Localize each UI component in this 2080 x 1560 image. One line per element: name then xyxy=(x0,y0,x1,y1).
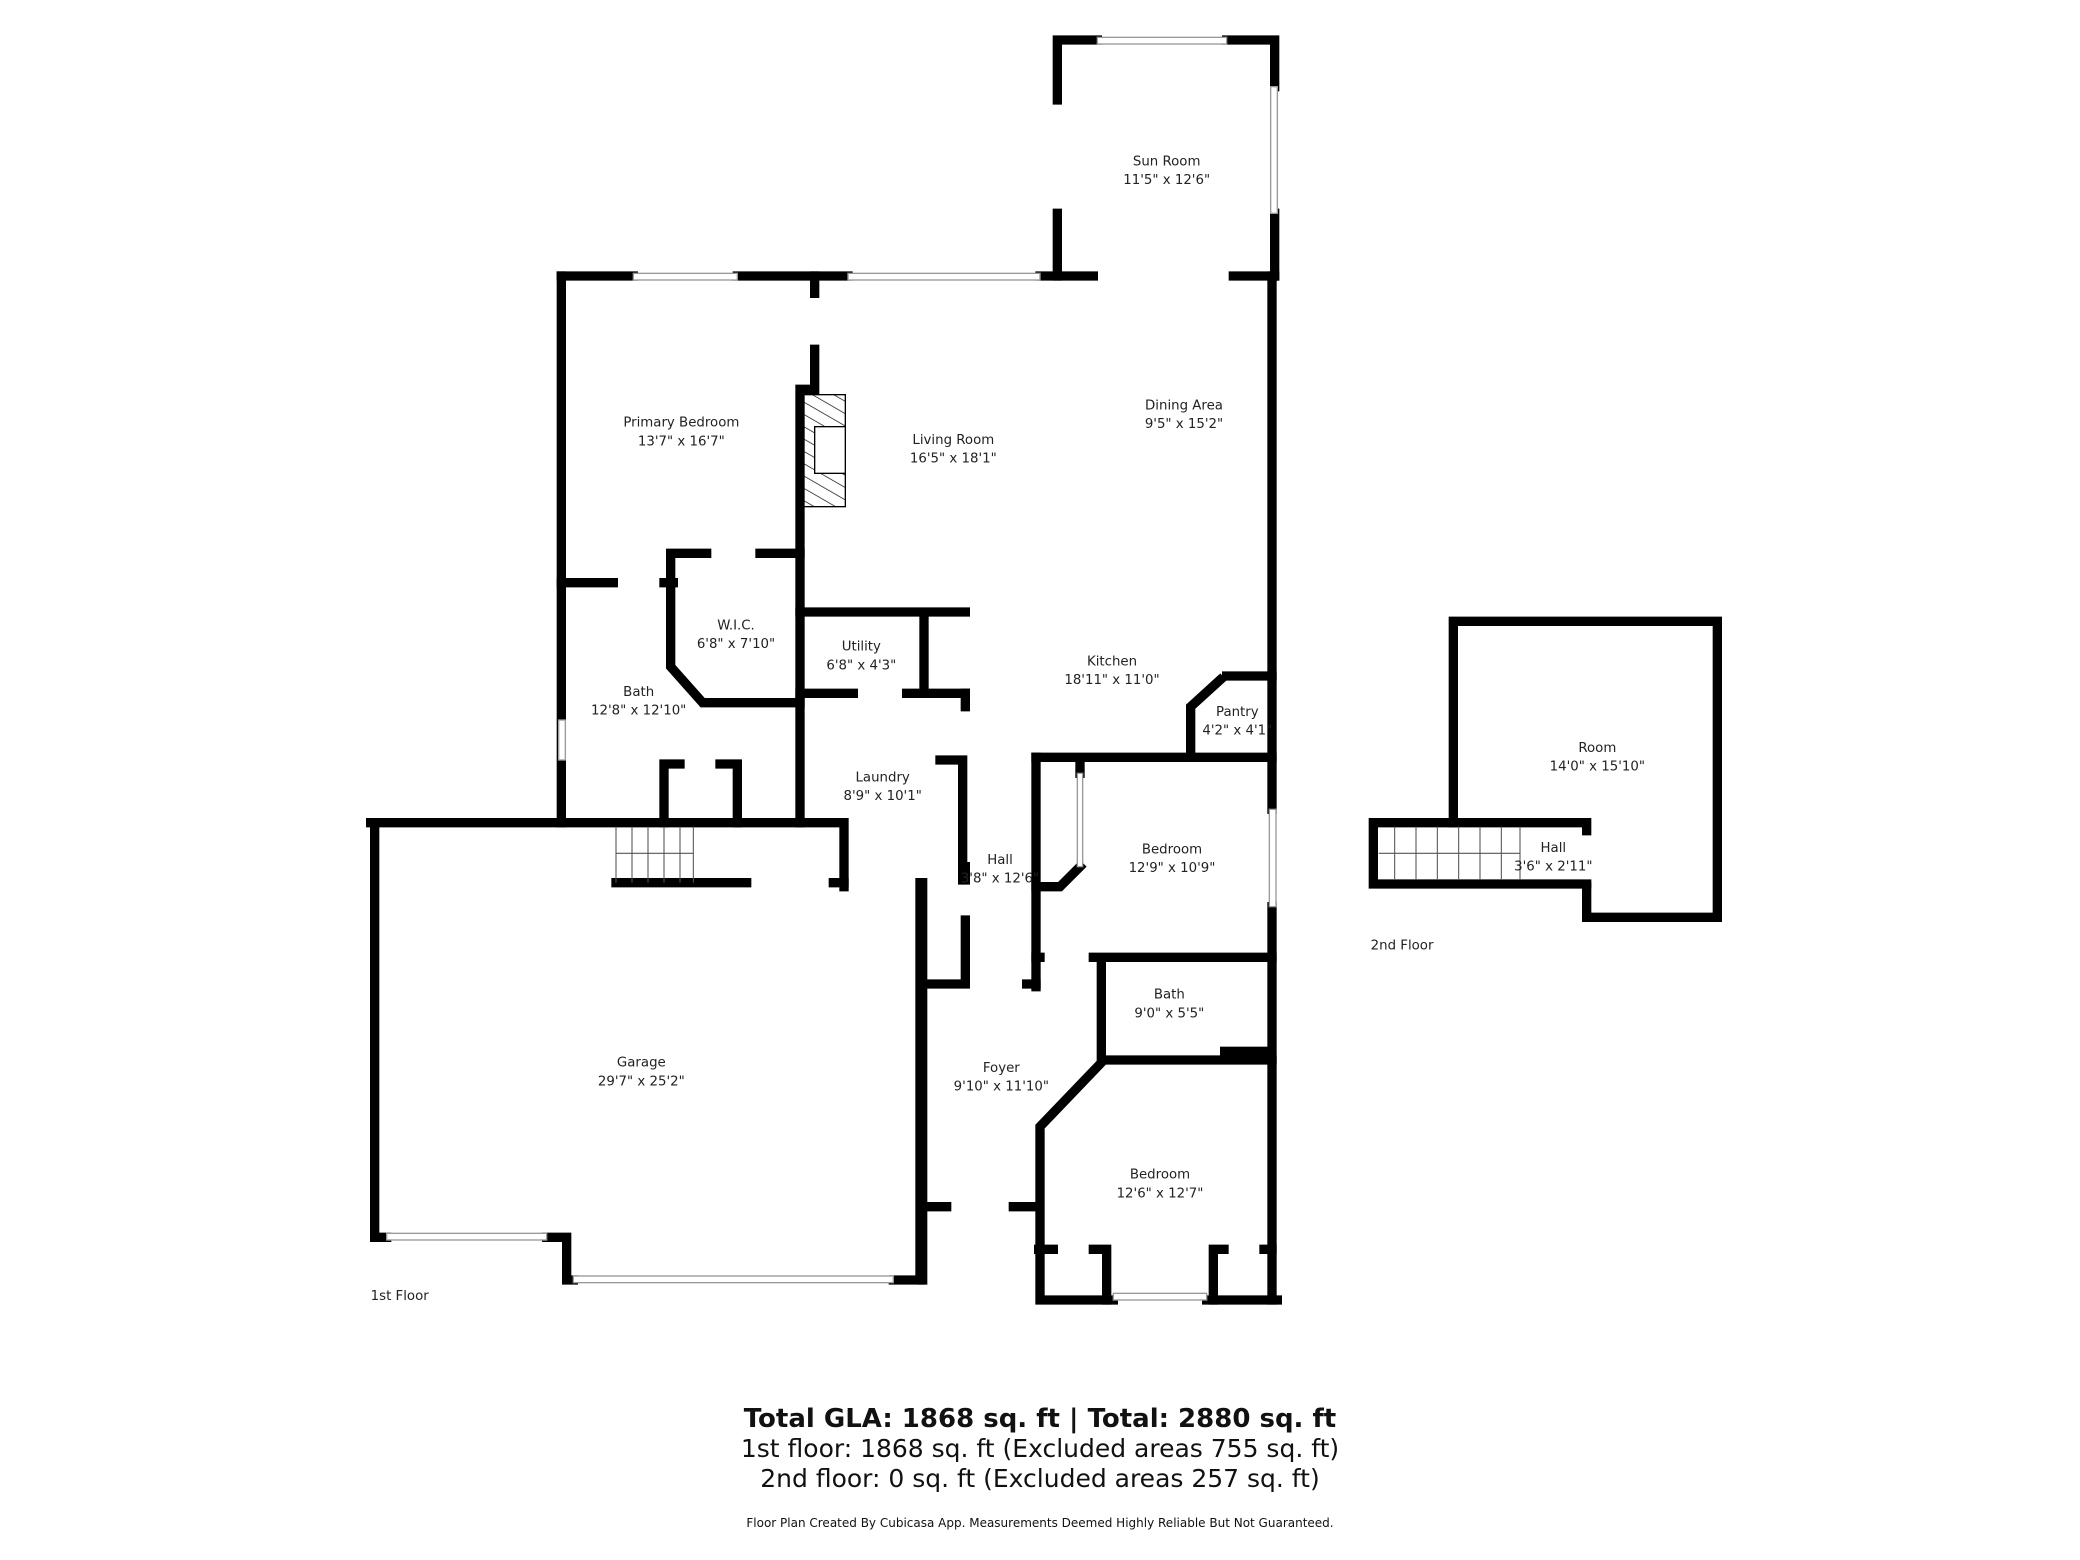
room-size: 12'9" x 10'9" xyxy=(1129,861,1216,876)
walls-2nd-floor xyxy=(1368,616,1722,922)
room-name: Bath xyxy=(1154,988,1185,1003)
floor-label-1st: 1st Floor xyxy=(371,1289,430,1304)
room-size: 9'0" x 5'5" xyxy=(1134,1006,1204,1021)
room-size: 8'9" x 10'1" xyxy=(843,789,921,804)
room-name: Kitchen xyxy=(1087,654,1137,669)
room-name: Dining Area xyxy=(1145,398,1223,413)
room-size: 3'6" x 2'11" xyxy=(1514,860,1592,875)
room-labels: Sun Room 11'5" x 12'6" Primary Bedroom 1… xyxy=(371,154,1645,1304)
room-size: 13'7" x 16'7" xyxy=(638,434,725,449)
room-size: 9'5" x 15'2" xyxy=(1145,417,1223,432)
room-name: W.I.C. xyxy=(717,618,755,633)
room-size: 11'5" x 12'6" xyxy=(1123,173,1210,188)
total-area: Total GLA: 1868 sq. ft | Total: 2880 sq.… xyxy=(743,1404,1337,1434)
room-name: Living Room xyxy=(912,433,994,448)
room-size: 12'6" x 12'7" xyxy=(1117,1186,1204,1201)
first-floor-area: 1st floor: 1868 sq. ft (Excluded areas 7… xyxy=(740,1434,1340,1463)
room-name: Laundry xyxy=(856,770,910,785)
room-name: Room xyxy=(1578,741,1616,756)
room-name: Sun Room xyxy=(1133,154,1201,169)
room-size: 3'8" x 12'6" xyxy=(961,872,1039,887)
room-size: 12'8" x 12'10" xyxy=(591,704,686,719)
room-name: Hall xyxy=(1541,841,1567,856)
room-name: Bedroom xyxy=(1130,1168,1190,1183)
room-size: 6'8" x 7'10" xyxy=(697,637,775,652)
room-name: Utility xyxy=(842,640,881,655)
room-size: 29'7" x 25'2" xyxy=(598,1074,685,1089)
room-size: 4'2" x 4'1" xyxy=(1202,724,1272,739)
room-name: Pantry xyxy=(1216,705,1259,720)
room-size: 14'0" x 15'10" xyxy=(1550,760,1645,775)
walls-1st-floor xyxy=(366,35,1282,1305)
room-size: 6'8" x 4'3" xyxy=(826,658,896,673)
room-size: 9'10" x 11'10" xyxy=(954,1080,1049,1095)
room-size: 18'11" x 11'0" xyxy=(1064,673,1159,688)
room-size: 16'5" x 18'1" xyxy=(910,452,997,467)
room-name: Primary Bedroom xyxy=(623,416,739,431)
stairs-2nd-floor xyxy=(1378,826,1521,880)
room-name: Bedroom xyxy=(1142,842,1202,857)
second-floor-area: 2nd floor: 0 sq. ft (Excluded areas 257 … xyxy=(760,1464,1320,1493)
disclaimer: Floor Plan Created By Cubicasa App. Meas… xyxy=(746,1516,1334,1530)
room-name: Hall xyxy=(987,853,1013,868)
room-name: Garage xyxy=(617,1056,666,1071)
stairs-1st-floor xyxy=(615,826,694,883)
room-name: Foyer xyxy=(983,1061,1020,1076)
room-name: Bath xyxy=(623,685,654,700)
floor-label-2nd: 2nd Floor xyxy=(1371,938,1434,953)
